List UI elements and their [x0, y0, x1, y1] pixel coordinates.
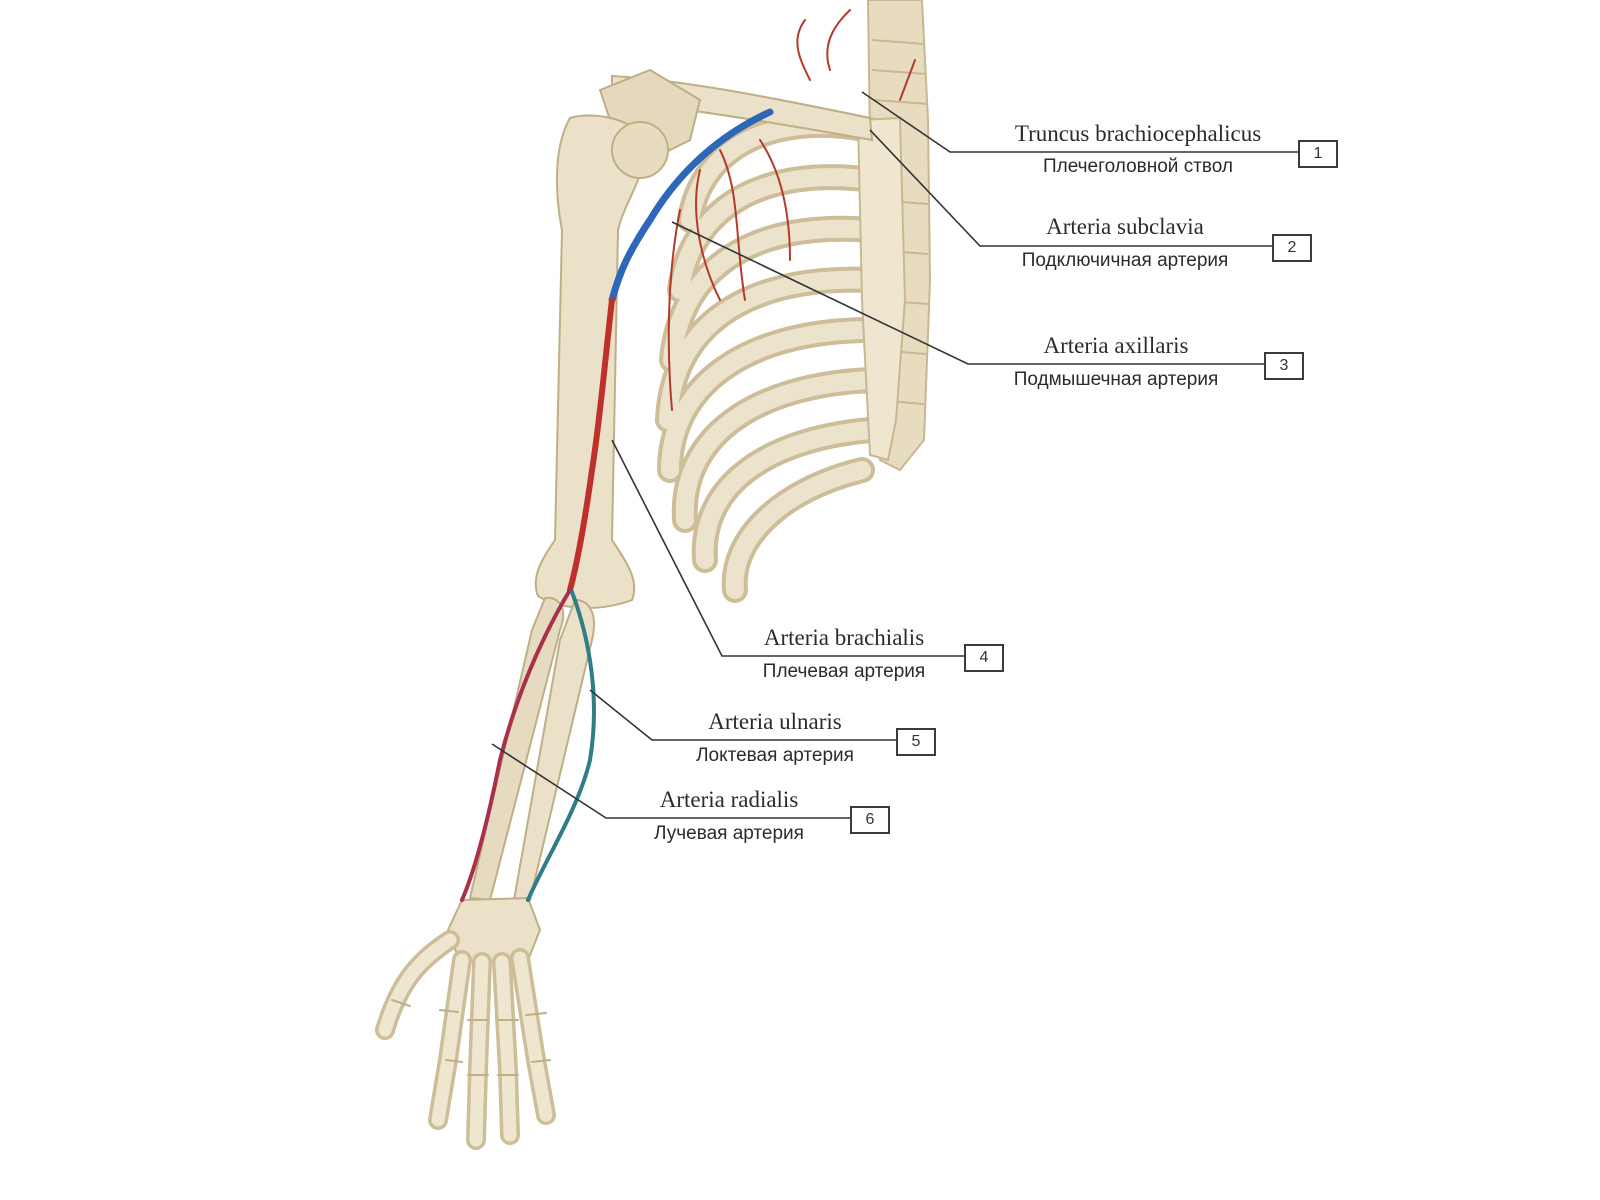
- vessels: [460, 9, 916, 902]
- leader-line-2: [869, 129, 1272, 247]
- leader-lines: [491, 91, 1298, 819]
- label-2-latin: Arteria subclavia: [1046, 214, 1204, 239]
- brachial-artery: [567, 297, 615, 593]
- subclavian-vein: [608, 108, 774, 304]
- humeral-head: [611, 121, 669, 179]
- humerus: [534, 114, 647, 609]
- label-3-latin: Arteria axillaris: [1043, 333, 1189, 358]
- leader-line-1: [861, 91, 1298, 153]
- label-4-latin: Arteria brachialis: [763, 625, 925, 650]
- leader-line-4: [611, 439, 964, 657]
- label-5-russian: Локтевая артерия: [696, 745, 854, 766]
- label-2-russian: Подключичная артерия: [1021, 250, 1229, 271]
- label-4-russian: Плечевая артерия: [762, 661, 926, 682]
- radial-artery: [460, 588, 572, 902]
- label-5-number: 5: [896, 728, 936, 756]
- leader-line-3: [671, 221, 1264, 365]
- sternum: [856, 116, 907, 462]
- ulnar-artery: [526, 590, 596, 902]
- label-1-russian: Плечеголовной ствол: [1042, 156, 1234, 177]
- hand-bones: [375, 930, 556, 1150]
- label-1-latin: Truncus brachiocephalicus: [1014, 121, 1262, 146]
- label-1-number: 1: [1298, 140, 1338, 168]
- label-4-number: 4: [964, 644, 1004, 672]
- label-6-latin: Arteria radialis: [659, 787, 799, 812]
- leader-line-6: [491, 743, 850, 819]
- rib-cage: [655, 111, 885, 603]
- label-6-russian: Лучевая артерия: [654, 823, 804, 844]
- label-5-latin: Arteria ulnaris: [708, 709, 842, 734]
- leader-line-5: [589, 689, 896, 741]
- label-3-russian: Подмышечная артерия: [1013, 369, 1219, 390]
- label-2-number: 2: [1272, 234, 1312, 262]
- label-6-number: 6: [850, 806, 890, 834]
- label-3-number: 3: [1264, 352, 1304, 380]
